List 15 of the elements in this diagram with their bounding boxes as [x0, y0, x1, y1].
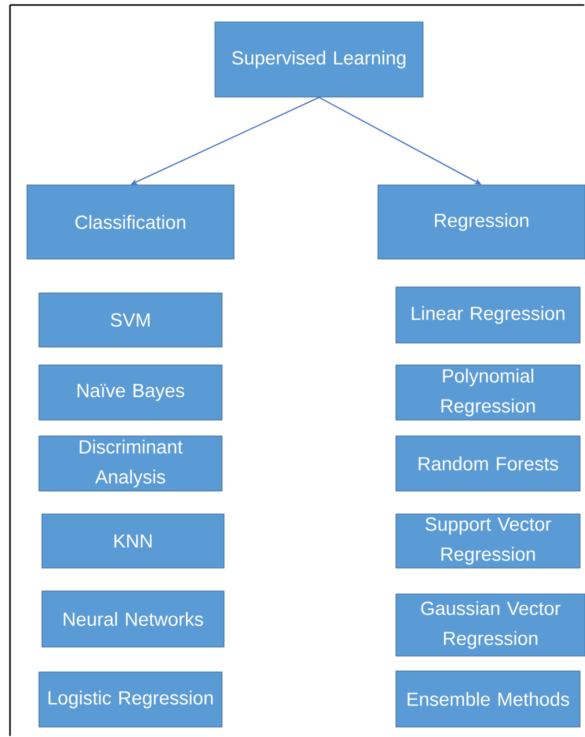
method-box: Neural Networks	[42, 590, 224, 648]
method-box: Random Forests	[396, 436, 580, 492]
method-box: Polynomial Regression	[396, 364, 580, 420]
method-box: Discriminant Analysis	[38, 436, 222, 492]
method-box: Support Vector Regression	[396, 514, 580, 568]
category-box: Classification	[26, 184, 234, 260]
method-box: Ensemble Methods	[396, 670, 580, 728]
method-box: SVM	[38, 292, 222, 348]
method-box: KNN	[42, 514, 224, 568]
method-box: Logistic Regression	[38, 672, 222, 728]
method-box: Gaussian Vector Regression	[396, 594, 585, 656]
root-box: Supervised Learning	[214, 22, 424, 98]
method-box: Naïve Bayes	[38, 364, 222, 420]
category-box: Regression	[378, 184, 585, 260]
method-box: Linear Regression	[396, 286, 580, 344]
